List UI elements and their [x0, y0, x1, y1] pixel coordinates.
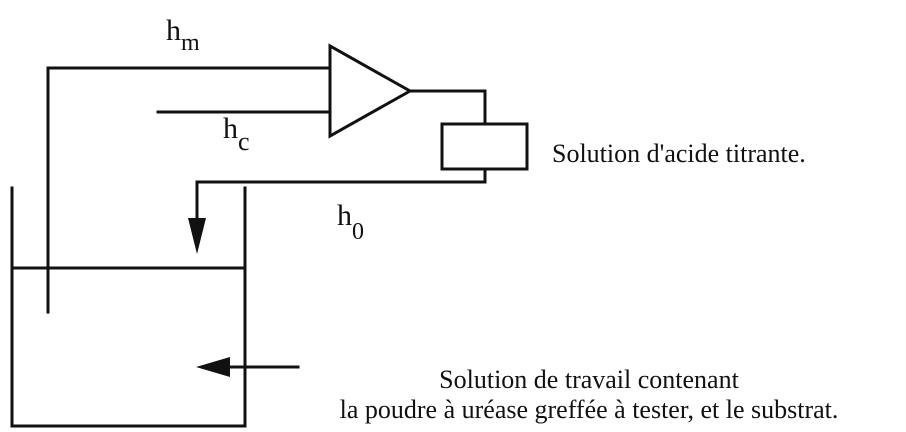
working-solution-label-line1: Solution de travail contenant — [439, 365, 739, 394]
label-h0-sub: 0 — [352, 219, 364, 245]
label-hm-sub: m — [181, 30, 200, 56]
measuring-electrode-line — [46, 66, 332, 314]
label-h0-base: h — [337, 199, 352, 232]
label-hc: hc — [223, 112, 250, 156]
controller-output-line — [408, 89, 487, 126]
titrant-pump-box — [440, 122, 529, 171]
label-hc-sub: c — [238, 127, 250, 156]
beaker — [10, 186, 247, 428]
solution-pointer-arrow-head — [196, 357, 230, 377]
titrant-delivery-line — [195, 167, 487, 220]
beaker-walls — [10, 186, 247, 428]
delivery-arrow-head — [188, 218, 206, 254]
working-solution-label-line2: la poudre à uréase greffée à tester, et … — [340, 395, 839, 424]
comparator-triangle — [328, 43, 414, 139]
label-h0: h0 — [337, 199, 364, 245]
label-hm-base: h — [166, 14, 181, 47]
label-hm: hm — [166, 14, 200, 56]
titrant-solution-label: Solution d'acide titrante. — [552, 139, 806, 168]
label-hc-base: h — [223, 112, 238, 145]
